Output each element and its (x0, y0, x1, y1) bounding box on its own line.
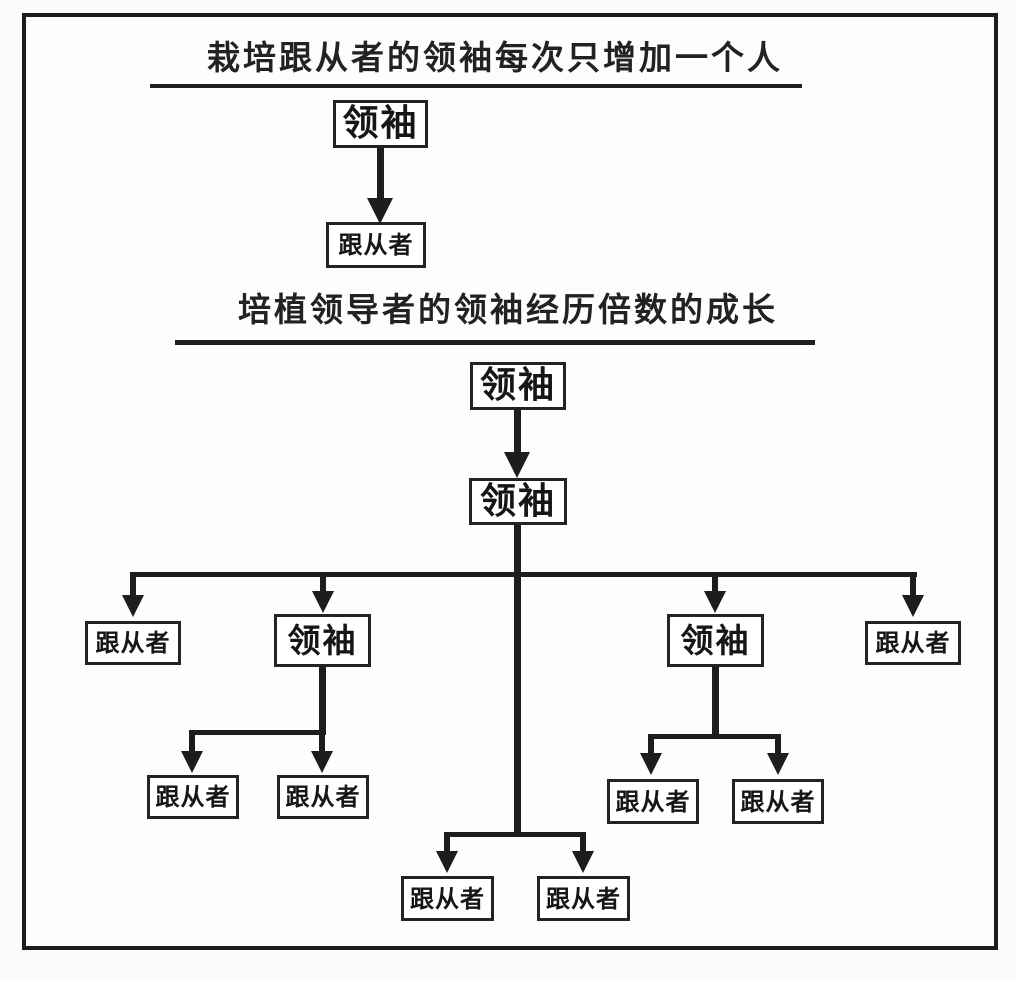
section2-title-underline (175, 340, 815, 345)
connector-rightsub-drop2 (775, 739, 781, 753)
connector-drop4 (910, 577, 916, 595)
arrow-down-icon (902, 595, 924, 617)
node-follower-right-2: 跟从者 (732, 779, 824, 824)
connector-leftsub-stem (319, 666, 326, 733)
connector-child-stem (514, 525, 521, 575)
arrow-down-icon (181, 751, 203, 773)
arrow-down-icon (504, 452, 530, 478)
connector-centersub-drop1 (444, 837, 450, 851)
node-follower-l3-4: 跟从者 (865, 621, 961, 665)
arrow-down-icon (436, 851, 458, 873)
arrow-down-icon (367, 198, 393, 224)
connector-rightsub-stem (712, 666, 719, 737)
connector-drop2 (320, 577, 326, 591)
node-leader-child: 领袖 (469, 478, 567, 525)
section1-title: 栽培跟从者的领袖每次只增加一个人 (207, 38, 783, 77)
connector-rightsub-drop1 (648, 739, 654, 753)
node-follower-right-1: 跟从者 (607, 779, 699, 824)
arrow-down-icon (640, 753, 662, 775)
arrow-down-icon (704, 591, 726, 613)
connector-drop3 (712, 577, 718, 591)
node-leader-l3-2: 领袖 (274, 614, 371, 667)
connector-s1-stem (377, 148, 384, 200)
node-follower-left-1: 跟从者 (147, 775, 239, 819)
node-leader-l3-3: 领袖 (667, 614, 764, 667)
connector-centersub-bar (444, 832, 586, 837)
node-follower-s1: 跟从者 (326, 222, 426, 268)
node-follower-l3-1: 跟从者 (85, 621, 181, 665)
connector-root-stem (514, 410, 521, 454)
section1-title-underline (150, 84, 802, 88)
node-leader-s1: 领袖 (333, 100, 428, 148)
node-leader-root: 领袖 (470, 362, 566, 410)
arrow-down-icon (122, 595, 144, 617)
arrow-down-icon (312, 591, 334, 613)
node-follower-left-2: 跟从者 (277, 775, 369, 819)
connector-leftsub-drop2 (319, 735, 325, 751)
node-follower-center-1: 跟从者 (401, 876, 494, 921)
node-follower-center-2: 跟从者 (537, 876, 630, 921)
connector-leftsub-bar (189, 730, 326, 735)
connector-drop1 (130, 577, 136, 595)
arrow-down-icon (311, 751, 333, 773)
arrow-down-icon (767, 753, 789, 775)
connector-leftsub-drop1 (189, 735, 195, 751)
section2-title: 培植领导者的领袖经历倍数的成长 (238, 290, 778, 329)
connector-level3-bar (130, 572, 917, 577)
connector-center-stem (514, 577, 521, 835)
connector-centersub-drop2 (580, 837, 586, 851)
connector-rightsub-bar (648, 734, 781, 739)
arrow-down-icon (572, 851, 594, 873)
